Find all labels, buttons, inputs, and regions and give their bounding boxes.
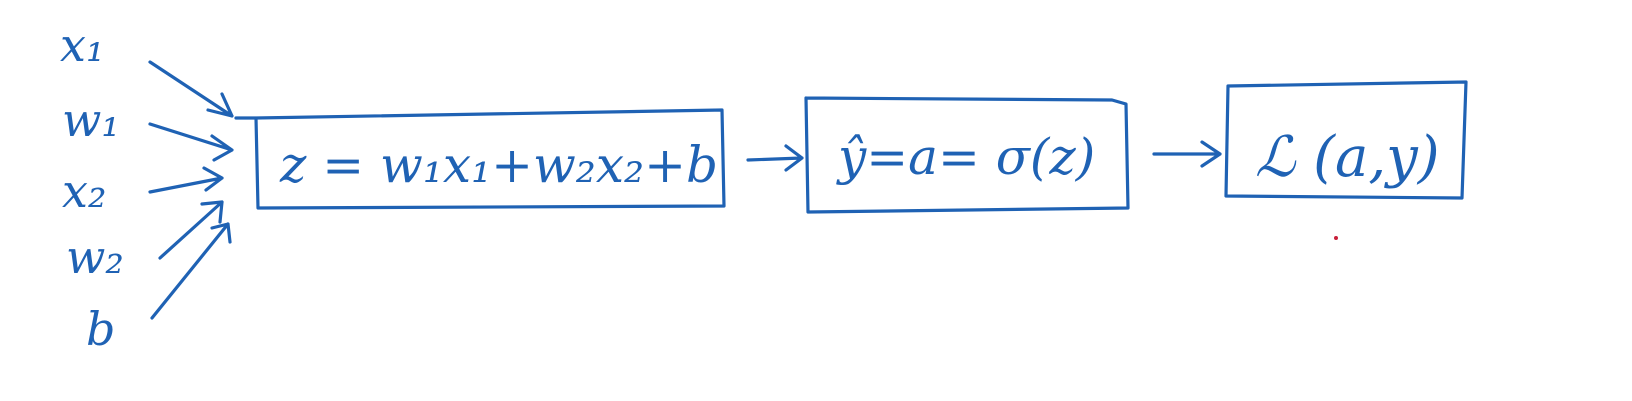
stray-ink-dot [1334,236,1338,240]
activation-node-label: ŷ=a= σ(z) [838,128,1096,186]
input-arrows [148,60,234,320]
arrow-linear-to-activation [746,144,804,172]
input-label-x2: x₂ [62,164,107,218]
input-label-x1: x₁ [60,18,105,72]
arrow-x1 [148,60,234,118]
loss-node-box [1224,80,1468,200]
arrow-w1 [148,122,234,162]
arrow-activation-to-loss [1152,140,1222,168]
input-label-w2: w₂ [66,230,124,284]
linear-node-box [234,108,726,210]
input-label-w1: w₁ [62,93,120,147]
arrow-x2 [148,166,224,194]
activation-node-box [804,96,1130,214]
linear-node-label: z = w₁x₁+w₂x₂+b [280,136,718,194]
arrow-w2 [158,200,224,260]
loss-node-label: ℒ (a,y) [1255,125,1440,190]
input-label-b: b [86,302,116,356]
arrow-b [150,222,232,320]
